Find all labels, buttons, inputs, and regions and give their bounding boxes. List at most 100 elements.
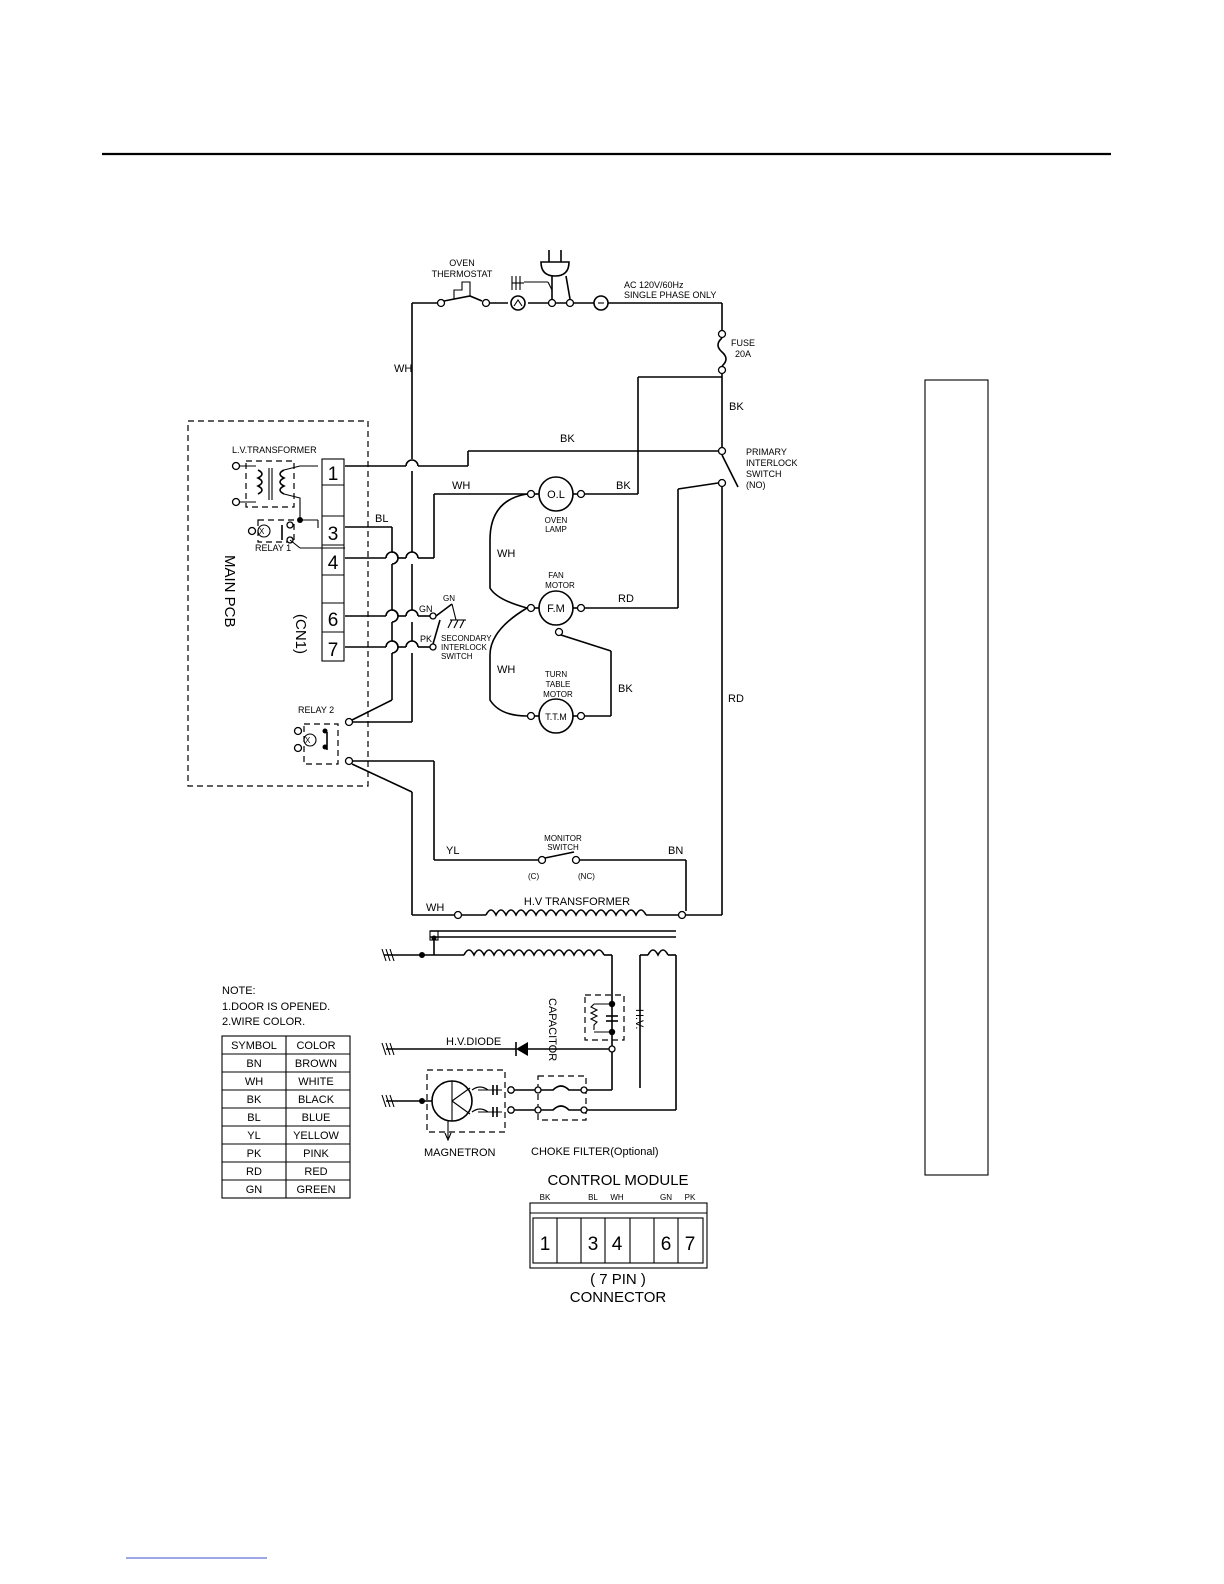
cn1-pin-7: 7 [328, 640, 339, 661]
wire-wh-lamp: WH [452, 480, 470, 492]
table-row-symbol: YL [247, 1130, 260, 1142]
lv-secondary-coil-icon [279, 469, 286, 495]
connector-label-2: CONNECTOR [570, 1289, 667, 1306]
wire-bk-lamp: BK [616, 480, 631, 492]
hv-diode-icon [516, 1042, 528, 1056]
connector-pin-7: 7 [685, 1234, 696, 1255]
loads: O.L OVEN LAMP F.M FAN MOTOR RD T.T.M TUR… [489, 476, 719, 734]
oven-lamp-label-2: LAMP [545, 525, 567, 534]
noise-filter-icon [510, 295, 526, 311]
cn1-label: (CN1) [292, 614, 309, 654]
fuse-label-2: 20A [735, 349, 751, 359]
table-row-symbol: PK [247, 1148, 262, 1160]
connector-pin-6: 6 [661, 1234, 672, 1255]
cn1-pin-4: 4 [328, 553, 339, 574]
table-row-color: PINK [303, 1148, 329, 1160]
wire-wh-top: WH [394, 363, 412, 375]
svg-text:X: X [259, 527, 265, 536]
indicator-icon [593, 295, 609, 311]
hv-primary-coil-icon [485, 909, 647, 917]
wire-bl: BL [375, 513, 388, 525]
relay1-label: RELAY 1 [255, 543, 291, 553]
secondary-label-2: INTERLOCK [441, 643, 487, 652]
wire-bk-right: BK [729, 401, 744, 413]
table-row-color: RED [304, 1166, 327, 1178]
relay2-label: RELAY 2 [298, 705, 334, 715]
thermostat-label-2: THERMOSTAT [432, 269, 493, 279]
magnetron-label: MAGNETRON [424, 1147, 496, 1159]
hv-capacitor-label-2: CAPACITOR [546, 998, 558, 1061]
bleeder-resistor-icon [589, 1003, 599, 1030]
turntable-label-1: TURN [545, 670, 567, 679]
secondary-label-3: SWITCH [441, 652, 473, 661]
fuse-icon [717, 337, 727, 367]
hv-diode-label: H.V.DIODE [446, 1036, 501, 1048]
table-row-color: BLACK [298, 1094, 335, 1106]
control-module-label: CONTROL MODULE [547, 1172, 688, 1189]
svg-text:X: X [305, 736, 311, 745]
ground-icon-top [511, 276, 524, 290]
table-row-color: YELLOW [293, 1130, 339, 1142]
table-row-symbol: BN [246, 1058, 261, 1070]
primary-switch-blade [721, 454, 739, 488]
ac-label-2: SINGLE PHASE ONLY [624, 290, 716, 300]
wire-bk-ttm: BK [618, 683, 633, 695]
primary-label-3: SWITCH [746, 469, 782, 479]
monitor-nc-label: (NC) [578, 872, 595, 881]
fuse-label-1: FUSE [731, 338, 755, 348]
note-line-1: 1.DOOR IS OPENED. [222, 1001, 330, 1013]
wire-wh-bottom: WH [426, 902, 444, 914]
relay2-coil-icon [303, 733, 317, 747]
note-block: NOTE: 1.DOOR IS OPENED. 2.WIRE COLOR. [222, 985, 330, 1028]
wire-gn-ground: GN [443, 594, 455, 603]
ground-icon-diode [381, 1042, 395, 1056]
filament-coil-icon [647, 949, 669, 957]
turntable-label-3: MOTOR [543, 690, 573, 699]
main-pcb: MAIN PCB (CN1) L.V.TRANSFORMER RELAY 1 X [187, 420, 369, 787]
wire-yl: YL [446, 845, 459, 857]
monitor-label-1: MONITOR [544, 834, 582, 843]
choke-coil-icon-1 [541, 1085, 581, 1091]
wire-bn: BN [668, 845, 683, 857]
primary-label-4: (NO) [746, 480, 766, 490]
connector-wire-bk: BK [540, 1193, 551, 1202]
primary-label-2: INTERLOCK [746, 458, 798, 468]
fan-motor-symbol: F.M [547, 603, 565, 615]
supply-section: OVEN THERMOSTAT AC 120V/60Hz SINGLE PHAS… [345, 250, 798, 915]
cn1-pin-3: 3 [328, 524, 339, 545]
relay1-coil-icon [257, 524, 271, 538]
choke-coil-icon-2 [541, 1105, 581, 1111]
fan-motor-label-1: FAN [548, 571, 564, 580]
table-header-symbol: SYMBOL [231, 1040, 277, 1052]
ground-icon-magnetron [381, 1094, 395, 1108]
side-frame [924, 379, 989, 1176]
control-module-connector: CONTROL MODULE BK BL WH GN PK 1 3 4 6 7 … [529, 1172, 708, 1306]
connector-label-1: ( 7 PIN ) [590, 1271, 646, 1288]
table-row-symbol: WH [245, 1076, 263, 1088]
wire-bk-mid: BK [560, 433, 575, 445]
connector-wire-gn: GN [660, 1193, 672, 1202]
table-row-color: BLUE [302, 1112, 331, 1124]
cn1-wiring: BL WH GN GN PK [345, 480, 527, 723]
hv-secondary-coil-icon [463, 949, 605, 957]
table-header-color: COLOR [296, 1040, 335, 1052]
monitor-switch-blade [544, 851, 575, 859]
monitor-c-label: (C) [528, 872, 539, 881]
cn1-pin-6: 6 [328, 610, 339, 631]
monitor-label-2: SWITCH [547, 843, 579, 852]
lv-transformer-label: L.V.TRANSFORMER [232, 445, 317, 455]
connector-wire-bl: BL [588, 1193, 598, 1202]
ground-icon-secondary [447, 619, 466, 629]
table-row-color: GREEN [296, 1184, 335, 1196]
connector-pin-1: 1 [540, 1234, 551, 1255]
turntable-symbol: T.T.M [545, 712, 567, 722]
table-row-color: WHITE [298, 1076, 333, 1088]
wire-rd-fan: RD [618, 593, 634, 605]
connector-wire-pk: PK [685, 1193, 696, 1202]
cn1-pin-1: 1 [328, 464, 339, 485]
hv-transformer-label: H.V TRANSFORMER [524, 896, 630, 908]
oven-lamp-symbol: O.L [547, 489, 565, 501]
lv-primary-coil-icon [256, 469, 263, 495]
wire-wh-motors-2: WH [497, 664, 515, 676]
